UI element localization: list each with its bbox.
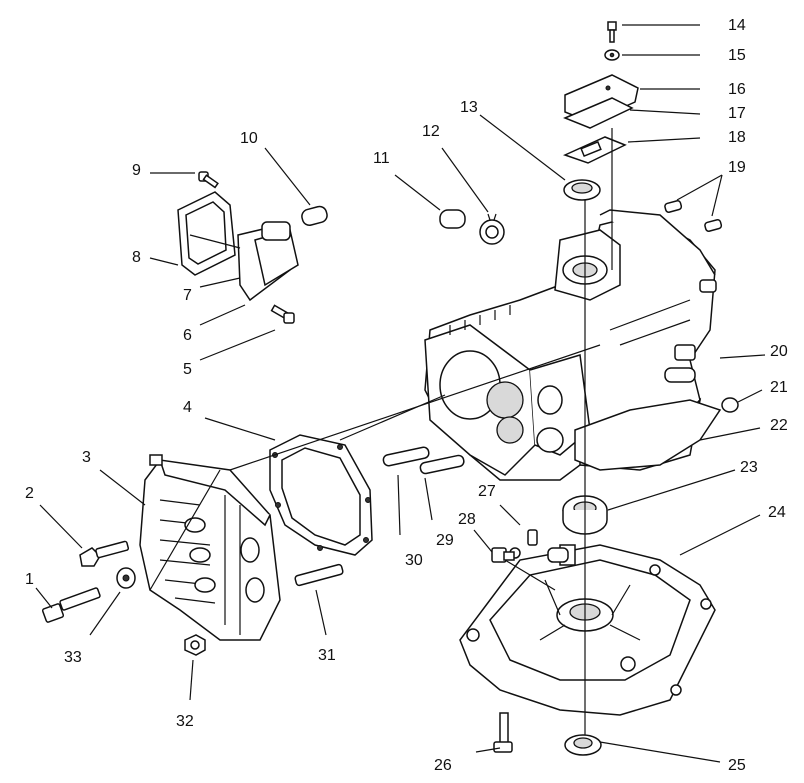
callout-16: 16: [728, 81, 746, 98]
callout-23: 23: [740, 459, 758, 476]
callout-10: 10: [240, 130, 258, 147]
callout-22: 22: [770, 417, 788, 434]
dowel-pin-27: [527, 529, 538, 546]
callout-7: 7: [183, 287, 192, 304]
callout-31: 31: [318, 647, 336, 664]
dowel-pins-lower: [382, 446, 465, 475]
callout-12: 12: [422, 123, 440, 140]
callout-8: 8: [132, 249, 141, 266]
plug-21: [721, 397, 739, 413]
callout-30: 30: [405, 552, 423, 569]
screw-9: [198, 171, 219, 189]
cap: [439, 209, 466, 229]
head-gasket: [269, 434, 373, 556]
washer-15: [604, 49, 620, 61]
screw-5: [270, 304, 295, 324]
callout-2: 2: [25, 485, 34, 502]
callout-25: 25: [728, 757, 746, 774]
callout-24: 24: [768, 504, 786, 521]
leader-lines: [35, 24, 766, 763]
bolt-26: [493, 712, 513, 753]
callout-26: 26: [434, 757, 452, 774]
callout-1: 1: [25, 571, 34, 588]
callout-21: 21: [770, 379, 788, 396]
callout-32: 32: [176, 713, 194, 730]
callout-15: 15: [728, 47, 746, 64]
callout-28: 28: [458, 511, 476, 528]
callout-labels: 1 2 3 4 5 6 7 8 9 10 11 12 13 14 15 16 1…: [25, 17, 788, 774]
crankcase-cover: [459, 544, 716, 716]
callout-9: 9: [132, 162, 141, 179]
callout-29: 29: [436, 532, 454, 549]
callout-17: 17: [728, 105, 746, 122]
nut-32: [184, 634, 206, 656]
plate-gasket: [563, 97, 634, 129]
fitting-28: [491, 547, 515, 563]
breather-assembly: [177, 191, 299, 302]
bolt-2: [79, 540, 130, 567]
callout-33: 33: [64, 649, 82, 666]
callout-27: 27: [478, 483, 496, 500]
callout-4: 4: [183, 399, 192, 416]
clamp: [479, 213, 505, 245]
screw-14: [607, 21, 617, 43]
callout-3: 3: [82, 449, 91, 466]
bolt-1: [41, 587, 101, 623]
callout-5: 5: [183, 361, 192, 378]
callout-14: 14: [728, 17, 746, 34]
callout-20: 20: [770, 343, 788, 360]
oil-seal-upper: [563, 179, 601, 201]
callout-19: 19: [728, 159, 746, 176]
callout-18: 18: [728, 129, 746, 146]
washer-33: [116, 567, 136, 589]
breather-tube: [301, 205, 328, 227]
stud-31: [294, 563, 344, 587]
dowel-pins-upper: [664, 199, 723, 232]
callout-13: 13: [460, 99, 478, 116]
oil-seal-lower: [564, 734, 602, 756]
cylinder-head: [139, 454, 281, 641]
sleeve: [547, 547, 569, 563]
callout-11: 11: [373, 150, 390, 167]
breather-gasket: [562, 136, 627, 164]
callout-6: 6: [183, 327, 192, 344]
